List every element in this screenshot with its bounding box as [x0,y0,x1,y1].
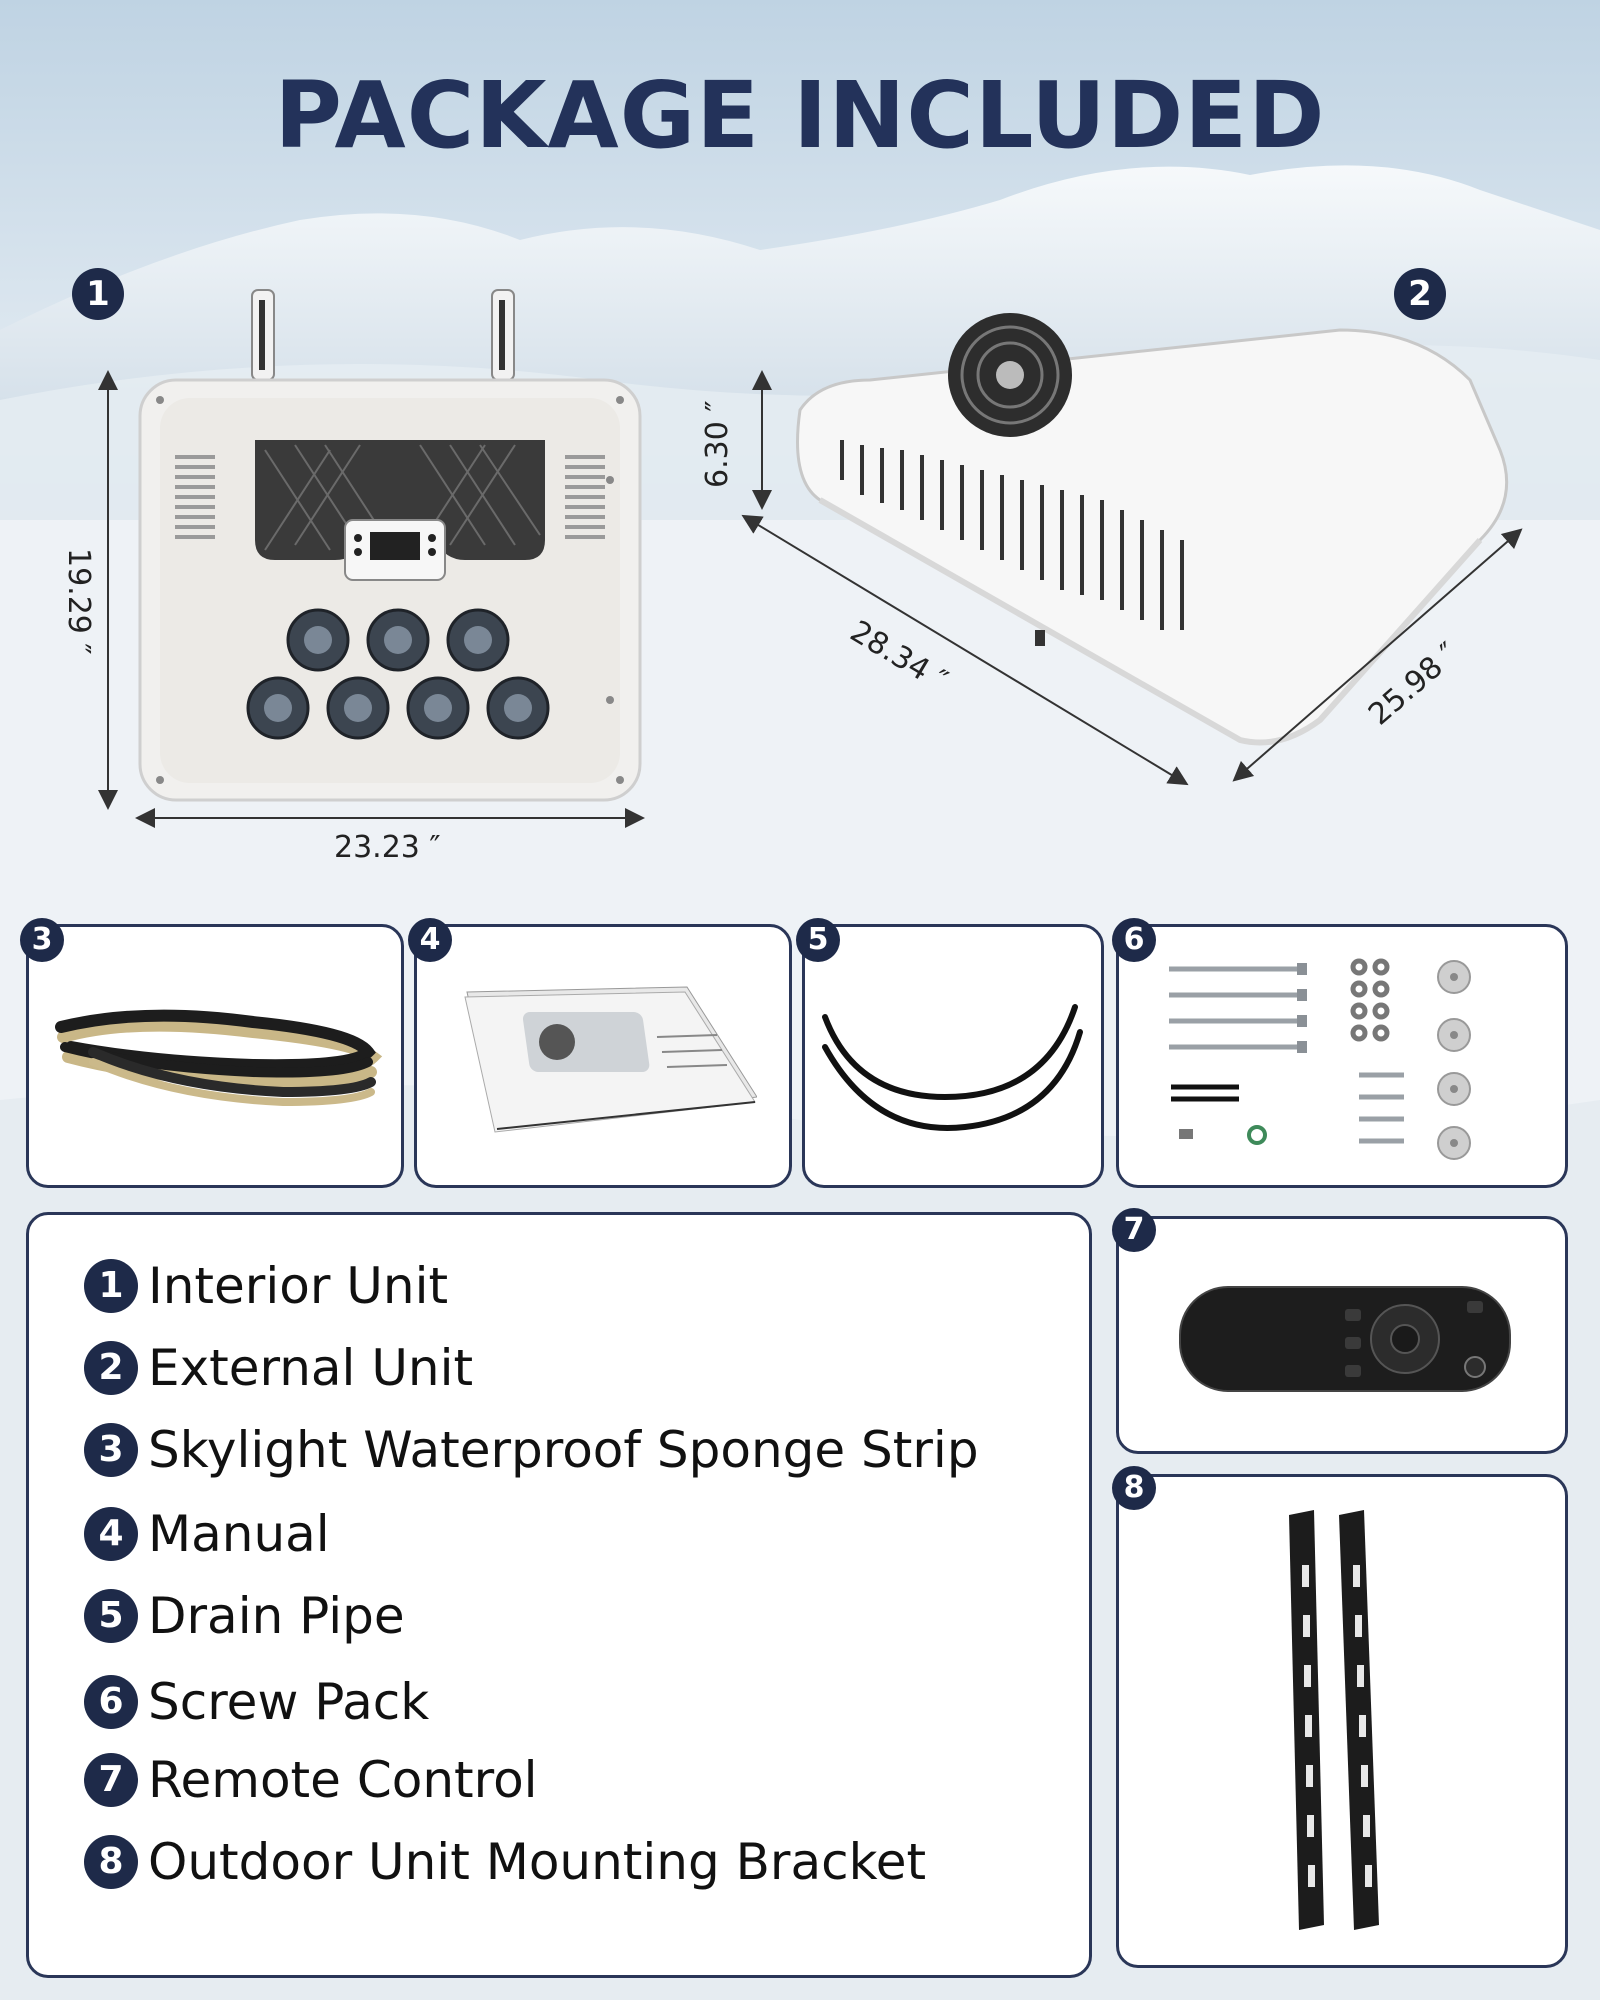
items-list-card: 1 Interior Unit 2 External Unit 3 Skylig… [26,1212,1092,1978]
external-dimension-lines [741,370,1523,786]
card-screw-pack [1116,924,1568,1188]
card-manual [414,924,792,1188]
badge-2: 2 [1394,268,1446,320]
badge-5: 5 [796,918,840,962]
interior-unit-image [138,289,642,802]
interior-width-label: 23.23 ″ [334,830,441,865]
list-label-7: Remote Control [148,1751,538,1809]
sponge-strip-image [55,1009,383,1107]
list-label-2: External Unit [148,1339,474,1397]
badge-3: 3 [20,918,64,962]
list-item: 6 Screw Pack [84,1673,429,1731]
manual-image [464,986,757,1133]
badge-6: 6 [1112,918,1156,962]
list-item: 7 Remote Control [84,1751,538,1809]
card-remote-control [1116,1216,1568,1454]
interior-dimension-lines [98,370,645,828]
list-label-6: Screw Pack [148,1673,430,1731]
badge-4: 4 [408,918,452,962]
external-height-label: 6.30 ″ [700,400,735,488]
list-number-4: 4 [84,1507,138,1561]
list-label-4: Manual [148,1505,330,1563]
badge-1: 1 [72,268,124,320]
list-number-7: 7 [84,1753,138,1807]
list-number-5: 5 [84,1589,138,1643]
screw-pack-image [1169,958,1471,1160]
drain-pipe-image [822,1004,1083,1131]
page-title: PACKAGE INCLUDED [274,62,1326,169]
list-label-3: Skylight Waterproof Sponge Strip [148,1421,979,1479]
list-number-6: 6 [84,1675,138,1729]
list-label-5: Drain Pipe [148,1587,405,1645]
list-label-8: Outdoor Unit Mounting Bracket [148,1833,927,1891]
list-item: 3 Skylight Waterproof Sponge Strip [84,1421,979,1479]
remote-control-image [1179,1286,1511,1392]
list-item: 8 Outdoor Unit Mounting Bracket [84,1833,926,1891]
list-number-3: 3 [84,1423,138,1477]
list-number-8: 8 [84,1835,138,1889]
interior-height-label: 19.29 ″ [61,548,96,655]
list-item: 1 Interior Unit [84,1257,448,1315]
badge-7: 7 [1112,1208,1156,1252]
badge-8: 8 [1112,1466,1156,1510]
list-item: 5 Drain Pipe [84,1587,405,1645]
card-drain-pipe [802,924,1104,1188]
list-number-2: 2 [84,1341,138,1395]
card-mounting-bracket [1116,1474,1568,1968]
mounting-bracket-image [1289,1510,1379,1930]
list-item: 2 External Unit [84,1339,473,1397]
card-sponge-strip [26,924,404,1188]
list-item: 4 Manual [84,1505,330,1563]
list-label-1: Interior Unit [148,1257,449,1315]
list-number-1: 1 [84,1259,138,1313]
